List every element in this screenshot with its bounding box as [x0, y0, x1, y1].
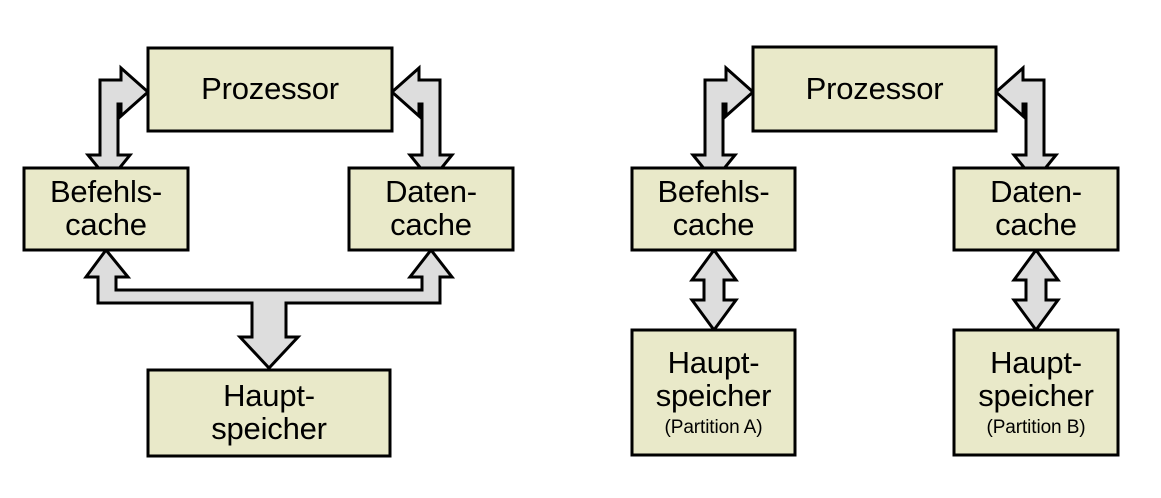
box-instruction-cache-right	[630, 166, 797, 252]
box-main-memory-partition-b	[952, 328, 1120, 457]
box-processor-left	[146, 46, 394, 133]
arrow-caches-to-main-memory-left	[83, 247, 456, 371]
box-data-cache-right	[952, 166, 1120, 252]
arrow-data-cache-main-memory-b	[1011, 247, 1061, 333]
arrow-processor-data-cache-right	[993, 64, 1060, 184]
box-processor-right	[751, 45, 998, 133]
arrow-instruction-cache-main-memory-a	[689, 247, 739, 333]
box-main-memory-partition-a	[630, 328, 797, 457]
arrow-processor-instruction-cache-right	[689, 64, 756, 184]
arrow-processor-instruction-cache-left	[84, 64, 151, 184]
box-data-cache-left	[347, 166, 515, 252]
box-main-memory-left	[146, 368, 392, 458]
box-instruction-cache-left	[22, 166, 190, 252]
arrow-processor-data-cache-left	[389, 64, 456, 184]
